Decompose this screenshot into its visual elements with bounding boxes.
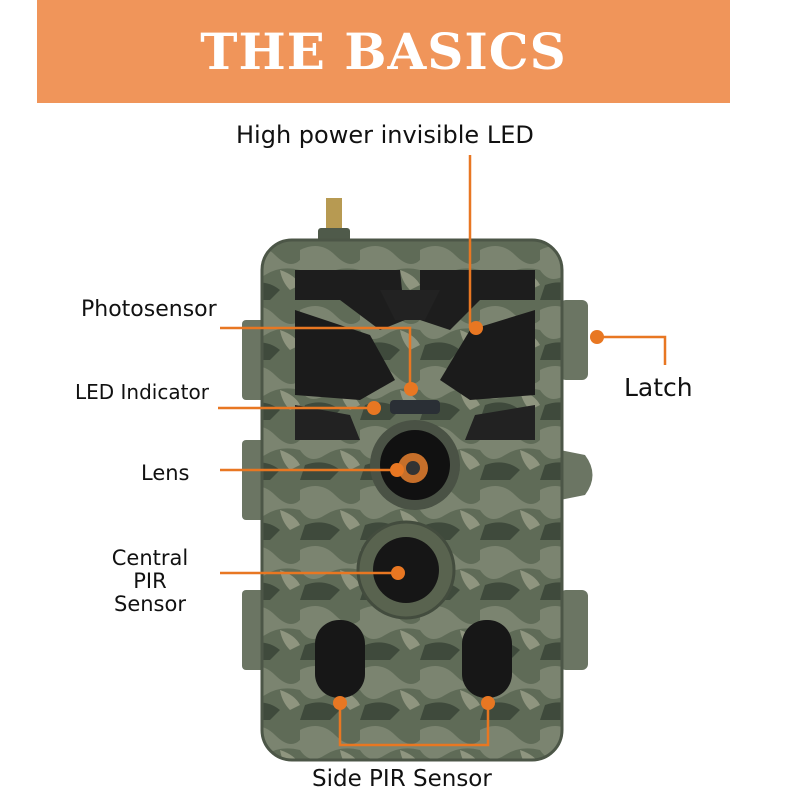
label-led: High power invisible LED	[236, 121, 534, 149]
strap-lug	[560, 450, 593, 500]
label-photosensor: Photosensor	[81, 297, 217, 322]
label-latch: Latch	[624, 373, 693, 402]
label-side-pir: Side PIR Sensor	[312, 766, 492, 792]
label-lens: Lens	[141, 461, 190, 485]
led-dot	[469, 321, 483, 335]
latch-dot	[590, 330, 604, 344]
side-pir-right-dot	[481, 696, 495, 710]
label-central-pir-line2: PIR	[133, 569, 167, 593]
lens-dot	[390, 463, 404, 477]
label-central-pir-line1: Central	[111, 546, 189, 570]
central-pir-dot	[391, 566, 405, 580]
latch-top-icon	[560, 300, 588, 380]
banner-title: THE BASICS	[200, 22, 567, 81]
label-central-pir-line3: Sensor	[114, 592, 186, 616]
led-indicator-dot	[367, 401, 381, 415]
photosensor-dot	[404, 382, 418, 396]
header-banner: THE BASICS	[37, 0, 730, 103]
label-central-pir: Central PIR Sensor	[100, 547, 200, 616]
side-pir-left-dot	[333, 696, 347, 710]
callout-lines	[218, 155, 667, 747]
label-led-indicator: LED Indicator	[75, 380, 209, 404]
latch-bottom-icon	[560, 590, 588, 670]
